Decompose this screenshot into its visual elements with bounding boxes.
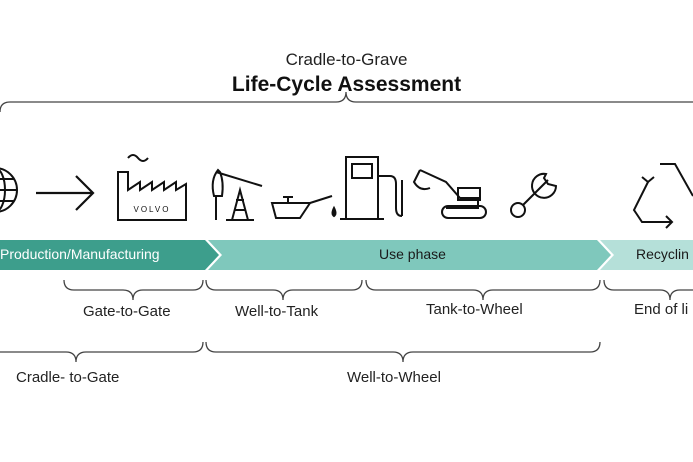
phase-label-use: Use phase [379,246,446,262]
phase-label-production: Production/Manufacturing [0,246,160,262]
gate-to-gate-brace [63,279,204,301]
oil-can-icon [270,195,337,219]
phase-band-production [0,240,219,270]
diagram-subtitle: Cradle-to-Grave [285,50,408,69]
end-of-life-brace [603,279,693,301]
oil-pump-icon [211,168,263,221]
factory-brand-text: VOLVO [134,205,171,214]
arrow-right-icon [36,175,95,211]
diagram-title: Life-Cycle Assessment [231,73,462,96]
fuel-pump-icon [340,156,403,220]
label-cradle-to-gate: Cradle- to-Gate [16,369,120,386]
phase-label-recycling: Recyclin [636,246,689,262]
cradle-to-grave-brace [0,91,693,113]
factory-icon [117,154,187,221]
well-to-tank-brace [205,279,363,301]
globe-icon [0,167,18,213]
excavator-icon [412,169,487,219]
label-tank-to-wheel: Tank-to-Wheel [426,301,523,318]
recycle-icon [632,163,693,229]
well-to-wheel-brace [205,341,601,363]
label-end-of-life: End of li [634,301,689,318]
wrench-icon [510,172,558,218]
label-well-to-tank: Well-to-Tank [235,303,319,320]
tank-to-wheel-brace [365,279,601,301]
phase-band-use [208,240,611,270]
label-gate-to-gate: Gate-to-Gate [83,303,171,320]
cradle-to-gate-brace [0,341,204,363]
phase-band-recycling [600,240,693,270]
label-well-to-wheel: Well-to-Wheel [347,369,441,386]
